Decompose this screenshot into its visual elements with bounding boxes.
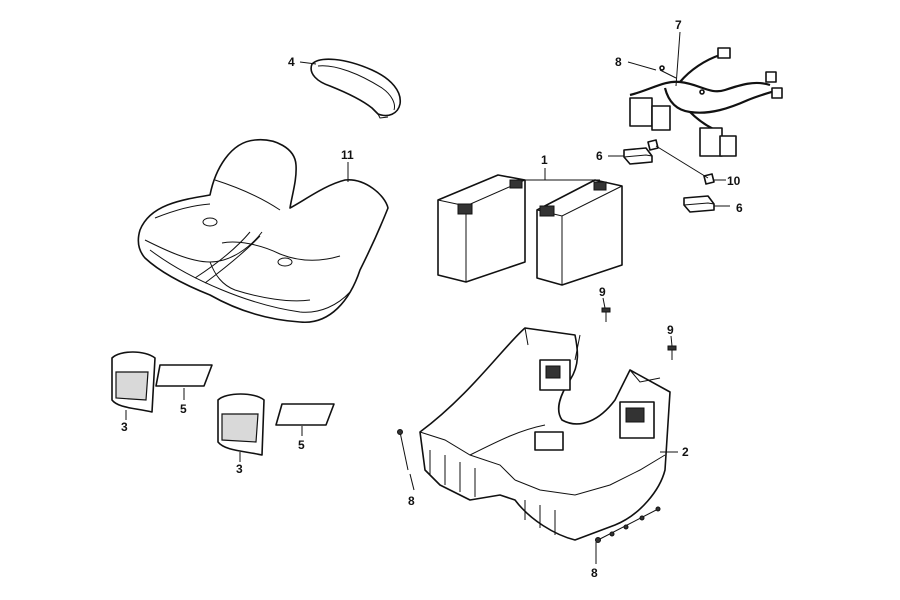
part-8-screws-right — [595, 506, 661, 543]
part-6-cover-lower — [683, 195, 715, 213]
callout-8c: 8 — [591, 566, 598, 580]
callout-7: 7 — [675, 18, 682, 32]
leader-9a — [602, 297, 606, 309]
part-1-battery-right — [536, 179, 623, 286]
part-9-screw-upper — [601, 307, 611, 322]
callout-5a: 5 — [180, 402, 187, 416]
callout-6a: 6 — [596, 149, 603, 163]
callout-2: 2 — [682, 445, 689, 459]
callout-8a: 8 — [615, 55, 622, 69]
callout-10: 10 — [727, 174, 741, 188]
part-11-seat — [137, 139, 389, 323]
callout-4: 4 — [288, 55, 295, 69]
leader-9b — [670, 335, 673, 347]
part-3-pad-right — [217, 393, 265, 456]
part-5-sheet-right — [275, 403, 335, 426]
part-7-wire-harness — [629, 47, 783, 157]
part-5-sheet-left — [155, 364, 213, 387]
part-4-handle — [310, 58, 401, 119]
callout-8b: 8 — [408, 494, 415, 508]
leader-8a — [627, 61, 657, 71]
callout-5b: 5 — [298, 438, 305, 452]
part-8-screws-left — [397, 429, 409, 471]
callout-3a: 3 — [121, 420, 128, 434]
leader-7 — [675, 31, 681, 87]
part-1-battery-left — [437, 174, 526, 283]
part-3-pad-left — [111, 351, 156, 413]
part-6-cover-upper — [623, 147, 653, 165]
leader-4 — [299, 61, 317, 65]
callout-9b: 9 — [667, 323, 674, 337]
callout-6b: 6 — [736, 201, 743, 215]
leader-8b — [409, 473, 415, 491]
callout-11: 11 — [341, 148, 354, 162]
callout-3b: 3 — [236, 462, 243, 476]
part-9-screw-lower — [667, 345, 677, 360]
callout-9a: 9 — [599, 285, 606, 299]
part-2-battery-tray — [419, 327, 671, 541]
part-10-clip — [647, 139, 715, 185]
callout-1: 1 — [541, 153, 548, 167]
